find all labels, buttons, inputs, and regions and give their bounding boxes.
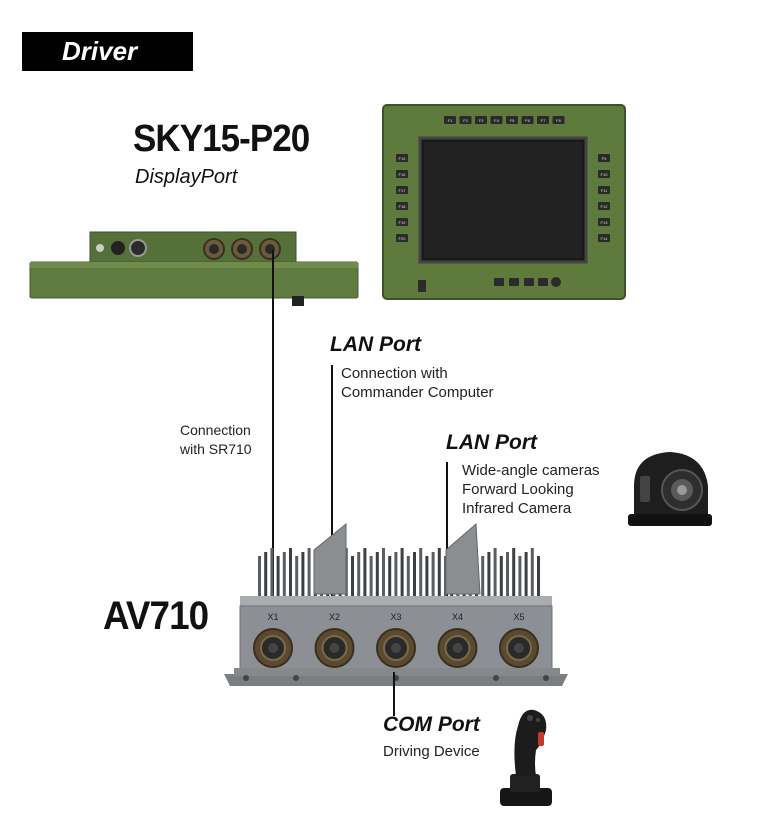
joystick-image xyxy=(500,709,552,806)
svg-text:F19: F19 xyxy=(399,220,407,225)
svg-text:F17: F17 xyxy=(399,188,407,193)
port-x3: X3 xyxy=(376,612,416,668)
port-x2: X2 xyxy=(314,612,355,668)
lan2-line3: Infrared Camera xyxy=(462,500,572,517)
port-label-x1: X1 xyxy=(267,612,278,622)
av710-computer-image: X1 X2 X3 X4 X5 xyxy=(224,522,568,686)
svg-text:F13: F13 xyxy=(601,220,609,225)
lan-port-2-line xyxy=(446,462,448,620)
display-interface-label: DisplayPort xyxy=(135,166,238,188)
function-key-f9: F9 xyxy=(598,154,610,162)
port-label-x4: X4 xyxy=(452,612,463,622)
svg-text:F1: F1 xyxy=(448,118,453,123)
function-key-f18: F18 xyxy=(396,202,408,210)
lan-port-2-description: Wide-angle cameras Forward Looking Infra… xyxy=(462,461,600,518)
com-port-line xyxy=(393,672,395,716)
svg-text:F5: F5 xyxy=(510,118,515,123)
lan1-line1: Connection with xyxy=(341,365,448,382)
function-key-f3: F3 xyxy=(475,116,487,124)
function-key-f14: F14 xyxy=(598,234,610,242)
svg-text:F12: F12 xyxy=(601,204,609,209)
function-key-f1: F1 xyxy=(444,116,456,124)
lan2-line1: Wide-angle cameras xyxy=(462,462,600,479)
lan1-line2: Commander Computer xyxy=(341,384,494,401)
display-side-view-image xyxy=(29,231,359,306)
function-key-f6: F6 xyxy=(521,116,534,124)
function-key-f17: F17 xyxy=(396,186,408,194)
svg-text:F16: F16 xyxy=(399,172,407,177)
function-key-f13: F13 xyxy=(598,218,610,226)
port-label-x2: X2 xyxy=(329,612,340,622)
svg-text:F8: F8 xyxy=(556,118,561,123)
lan2-line2: Forward Looking xyxy=(462,481,574,498)
section-badge: Driver xyxy=(22,32,193,71)
svg-text:F15: F15 xyxy=(399,156,407,161)
svg-text:F4: F4 xyxy=(494,118,499,123)
svg-text:F11: F11 xyxy=(601,188,608,193)
camera-image xyxy=(628,452,712,526)
function-key-f12: F12 xyxy=(598,202,610,210)
function-key-f5: F5 xyxy=(506,116,518,124)
svg-text:F7: F7 xyxy=(541,118,546,123)
function-key-f4: F4 xyxy=(490,116,503,124)
svg-text:F2: F2 xyxy=(463,118,468,123)
function-key-f19: F19 xyxy=(396,218,408,226)
function-key-f16: F16 xyxy=(396,170,408,178)
svg-text:F6: F6 xyxy=(525,118,530,123)
svg-text:F18: F18 xyxy=(399,204,407,209)
sr710-line1: Connection xyxy=(180,422,251,438)
lan-port-1-description: Connection with Commander Computer xyxy=(341,364,494,402)
computer-model-title: AV710 xyxy=(103,594,209,638)
function-key-f2: F2 xyxy=(459,116,472,124)
function-key-f7: F7 xyxy=(537,116,549,124)
svg-text:F20: F20 xyxy=(399,236,407,241)
sr710-connection-label: Connection with SR710 xyxy=(180,421,252,459)
lan-port-1-line xyxy=(331,365,333,620)
sr710-connection-line xyxy=(272,250,274,620)
sr710-line2: with SR710 xyxy=(180,441,252,457)
port-label-x5: X5 xyxy=(513,612,524,622)
svg-text:F10: F10 xyxy=(601,172,609,177)
svg-text:F14: F14 xyxy=(601,236,609,241)
function-key-f8: F8 xyxy=(552,116,565,124)
lan-port-1-title: LAN Port xyxy=(330,333,421,356)
function-key-f10: F10 xyxy=(598,170,610,178)
function-key-f11: F11 xyxy=(598,186,610,194)
port-x4: X4 xyxy=(437,612,478,668)
port-x1: X1 xyxy=(253,612,293,668)
function-key-f20: F20 xyxy=(396,234,408,242)
display-model-title: SKY15-P20 xyxy=(133,118,310,160)
function-key-f15: F15 xyxy=(396,154,408,162)
port-label-x3: X3 xyxy=(390,612,401,622)
com-port-description: Driving Device xyxy=(383,743,480,760)
svg-text:F3: F3 xyxy=(479,118,484,123)
com-port-title: COM Port xyxy=(383,713,480,736)
lan-port-2-title: LAN Port xyxy=(446,431,537,454)
port-x5: X5 xyxy=(499,612,539,668)
svg-text:F9: F9 xyxy=(602,156,607,161)
